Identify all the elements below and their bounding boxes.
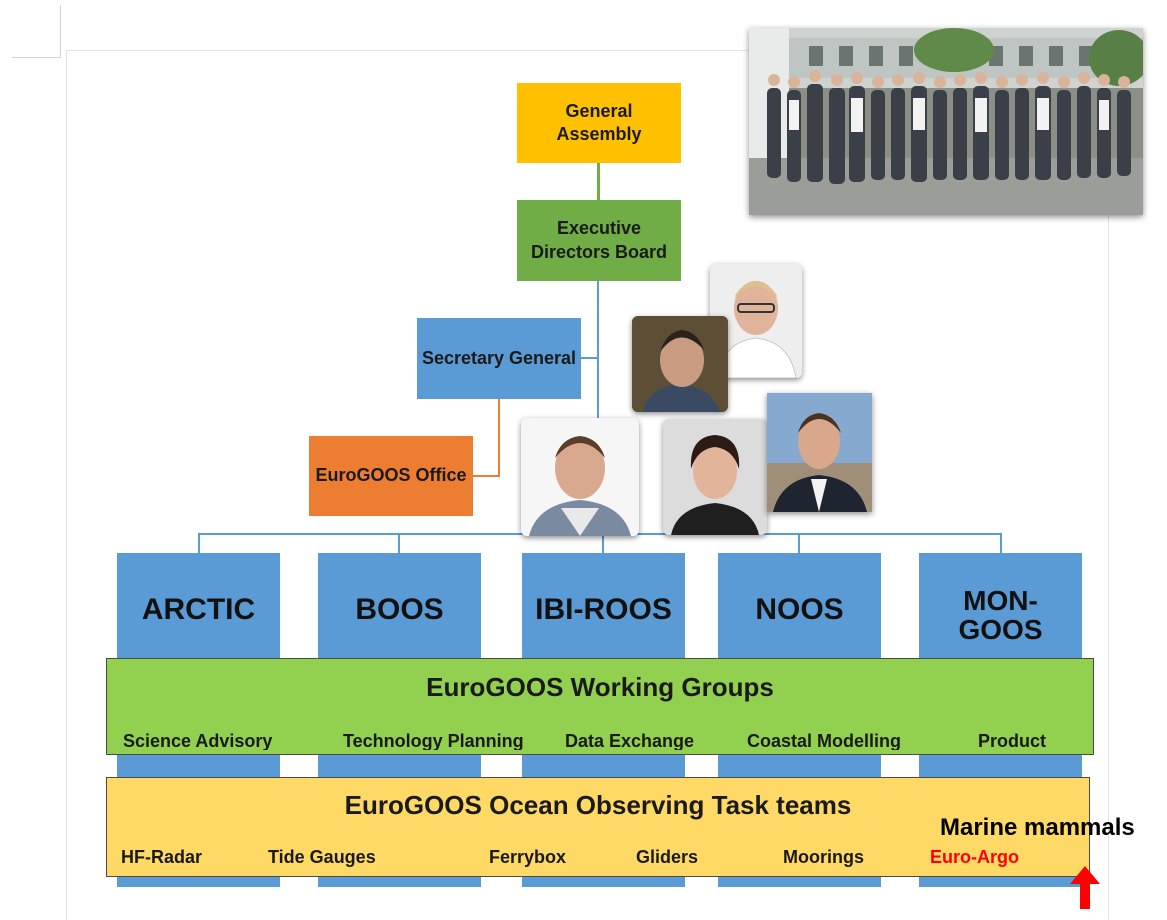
connector-board-trunk <box>597 281 599 418</box>
group-photo <box>749 28 1143 215</box>
working-group-item: Coastal Modelling <box>747 731 902 750</box>
task-team-item: Moorings <box>783 847 864 867</box>
portrait-photo <box>767 393 872 512</box>
working-group-item: Data Exchange <box>565 731 695 750</box>
arrow-up-icon <box>1070 866 1100 909</box>
secretary-general-box: Secretary General <box>417 318 581 399</box>
working-groups-bar: EuroGOOS Working Groups Science Advisory… <box>106 658 1094 755</box>
slide-page <box>66 50 1109 920</box>
marine-mammals-label: Marine mammals <box>940 814 1135 841</box>
connector-roos-drop <box>1000 533 1002 553</box>
task-teams-bar: EuroGOOS Ocean Observing Task teams HF-R… <box>106 777 1090 877</box>
task-team-item: Tide Gauges <box>268 847 376 867</box>
connector-assembly-board <box>597 163 600 200</box>
connector-office-h <box>473 475 500 477</box>
connector-roos-drop <box>198 533 200 553</box>
connector-roos-drop <box>602 533 604 553</box>
working-group-item: Product <box>978 731 1047 750</box>
connector-roos-drop <box>798 533 800 553</box>
portrait-photo <box>663 419 767 535</box>
task-team-item-euro-argo: Euro-Argo <box>930 847 1019 867</box>
connector-roos-drop <box>398 533 400 553</box>
group-photo-image <box>749 28 1143 215</box>
task-team-item: HF-Radar <box>121 847 203 867</box>
connector-office-v <box>498 399 500 476</box>
task-teams-title: EuroGOOS Ocean Observing Task teams <box>344 790 852 820</box>
executive-board-box: Executive Directors Board <box>517 200 681 281</box>
general-assembly-box: General Assembly <box>517 83 681 163</box>
working-groups-title: EuroGOOS Working Groups <box>426 672 774 702</box>
portrait-photo <box>632 316 728 412</box>
page-corner-mark <box>12 57 61 58</box>
task-team-item: Ferrybox <box>489 847 567 867</box>
connector-secretary <box>581 357 598 359</box>
working-group-item: Science Advisory <box>123 731 273 750</box>
working-group-item: Technology Planning <box>343 731 524 750</box>
eurogoos-office-box: EuroGOOS Office <box>309 436 473 516</box>
task-team-item: Gliders <box>636 847 699 867</box>
page-corner-mark <box>60 5 61 58</box>
portrait-photo <box>521 418 639 536</box>
